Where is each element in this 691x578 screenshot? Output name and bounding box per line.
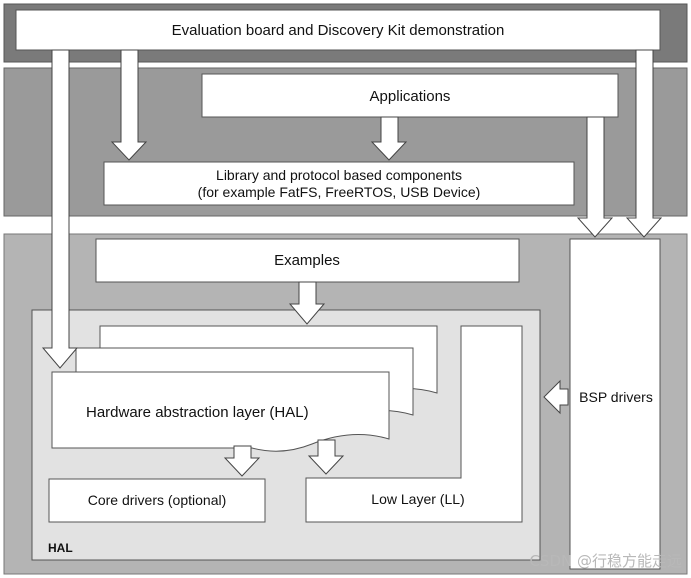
arrow-eval-to-library	[110, 49, 148, 161]
library-box	[103, 161, 575, 206]
arrow-applications-to-bsp	[576, 116, 614, 238]
arrow-eval-to-bsp	[625, 49, 663, 238]
library-label-line1: Library and protocol based components	[216, 167, 462, 183]
bsp-drivers-box	[569, 238, 661, 570]
bsp-drivers-label: BSP drivers	[579, 389, 653, 405]
examples-box	[95, 238, 520, 283]
eval-board-box	[15, 9, 661, 51]
hal-page-front	[51, 371, 390, 452]
arrow-applications-to-library	[370, 116, 408, 161]
arrow-eval-to-hal	[41, 49, 79, 369]
arrow-hal-to-low-layer	[307, 439, 345, 475]
low-layer-label: Low Layer (LL)	[371, 491, 464, 507]
low-layer-box	[305, 325, 523, 523]
hal-layer-label: Hardware abstraction layer (HAL)	[86, 404, 309, 421]
watermark-text: CSDN @行稳方能走远	[529, 552, 682, 570]
hal-group-label: HAL	[48, 541, 73, 555]
applications-label: Applications	[370, 88, 451, 105]
applications-box	[201, 73, 619, 118]
arrow-examples-to-hal	[288, 281, 326, 325]
examples-label: Examples	[274, 252, 340, 269]
eval-board-label: Evaluation board and Discovery Kit demon…	[172, 22, 505, 39]
library-label-line2: (for example FatFS, FreeRTOS, USB Device…	[198, 184, 481, 200]
arrow-bsp-to-hal	[543, 379, 569, 415]
core-drivers-label: Core drivers (optional)	[88, 492, 227, 508]
core-drivers-box	[48, 478, 266, 523]
arrow-hal-to-core-drivers	[223, 445, 261, 477]
